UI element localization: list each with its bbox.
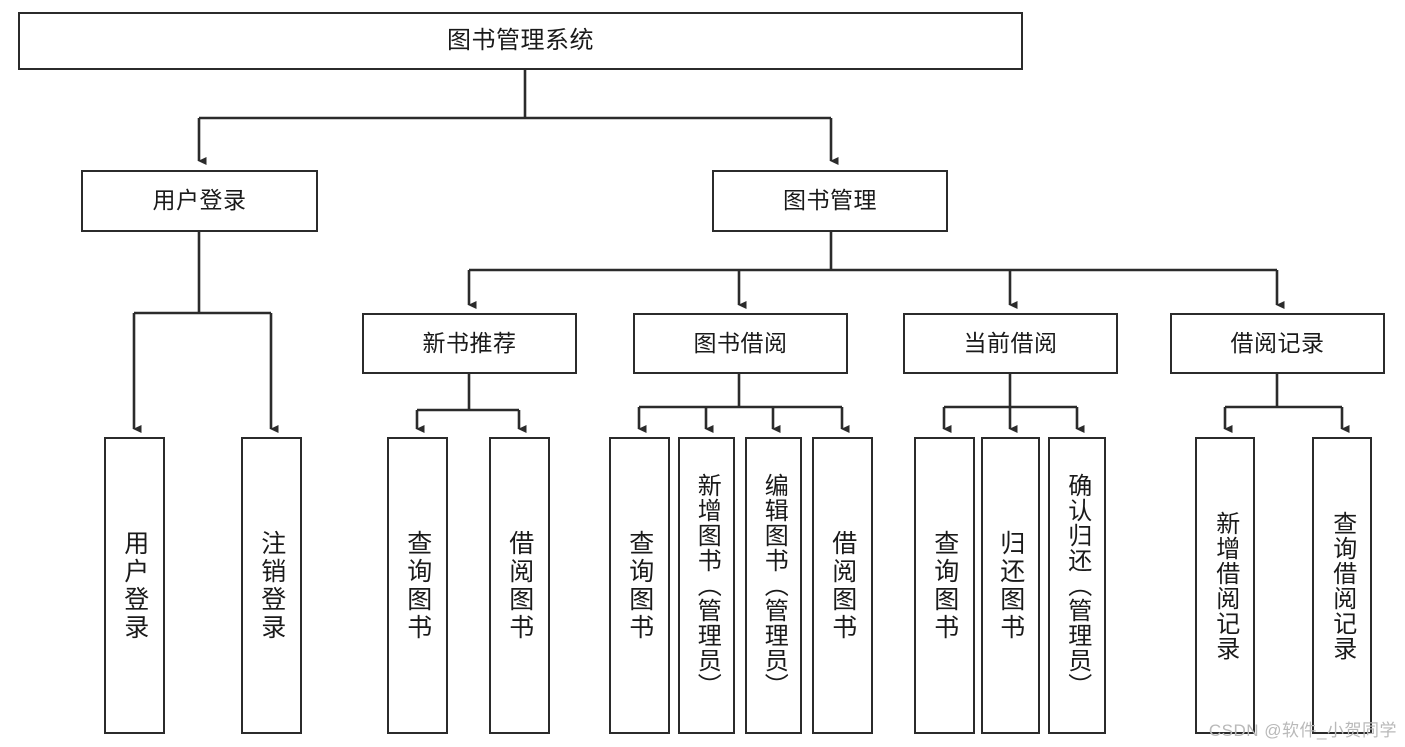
- node-current-borrowing[interactable]: 当前借阅: [903, 313, 1118, 374]
- node-label: 用户登录: [120, 529, 149, 642]
- node-label: 确认归还（管理员）: [1063, 473, 1091, 698]
- node-label: 新增借阅记录: [1211, 510, 1239, 661]
- node-label: 查询图书: [625, 529, 654, 642]
- node-label: 图书借阅: [693, 329, 788, 356]
- node-label: 图书管理: [783, 187, 877, 214]
- leaf-query-borrow-record[interactable]: 查询借阅记录: [1312, 437, 1372, 734]
- node-new-book-recommendation[interactable]: 新书推荐: [362, 313, 577, 374]
- leaf-edit-book-admin[interactable]: 编辑图书（管理员）: [745, 437, 802, 734]
- node-label: 归还图书: [996, 529, 1025, 642]
- node-label: 查询图书: [403, 529, 432, 642]
- leaf-query-books-borrow[interactable]: 查询图书: [609, 437, 670, 734]
- node-label: 查询借阅记录: [1328, 510, 1356, 661]
- node-label: 借阅图书: [505, 529, 534, 642]
- node-book-management[interactable]: 图书管理: [712, 170, 948, 232]
- watermark: CSDN @软件_小贺同学: [1208, 721, 1397, 740]
- leaf-query-books-current[interactable]: 查询图书: [914, 437, 975, 734]
- leaf-add-borrow-record[interactable]: 新增借阅记录: [1195, 437, 1255, 734]
- node-label: 新书推荐: [422, 329, 517, 356]
- leaf-logout-login[interactable]: 注销登录: [241, 437, 302, 734]
- leaf-confirm-return-admin[interactable]: 确认归还（管理员）: [1048, 437, 1106, 734]
- leaf-query-books-new[interactable]: 查询图书: [387, 437, 448, 734]
- node-label: 查询图书: [930, 529, 959, 642]
- node-label: 注销登录: [257, 529, 286, 642]
- leaf-borrow-books[interactable]: 借阅图书: [812, 437, 873, 734]
- leaf-return-books[interactable]: 归还图书: [981, 437, 1040, 734]
- node-book-borrowing[interactable]: 图书借阅: [633, 313, 848, 374]
- leaf-user-login[interactable]: 用户登录: [104, 437, 165, 734]
- node-user-login[interactable]: 用户登录: [81, 170, 318, 232]
- node-label: 图书管理系统: [447, 26, 594, 54]
- node-root-library-system[interactable]: 图书管理系统: [18, 12, 1023, 70]
- leaf-add-book-admin[interactable]: 新增图书（管理员）: [678, 437, 735, 734]
- node-label: 借阅图书: [828, 529, 857, 642]
- node-label: 借阅记录: [1230, 329, 1325, 356]
- leaf-borrow-books-new[interactable]: 借阅图书: [489, 437, 550, 734]
- node-label: 用户登录: [152, 187, 247, 214]
- node-label: 新增图书（管理员）: [693, 473, 721, 698]
- node-borrowing-record[interactable]: 借阅记录: [1170, 313, 1385, 374]
- node-label: 编辑图书（管理员）: [760, 473, 788, 698]
- node-label: 当前借阅: [963, 329, 1058, 356]
